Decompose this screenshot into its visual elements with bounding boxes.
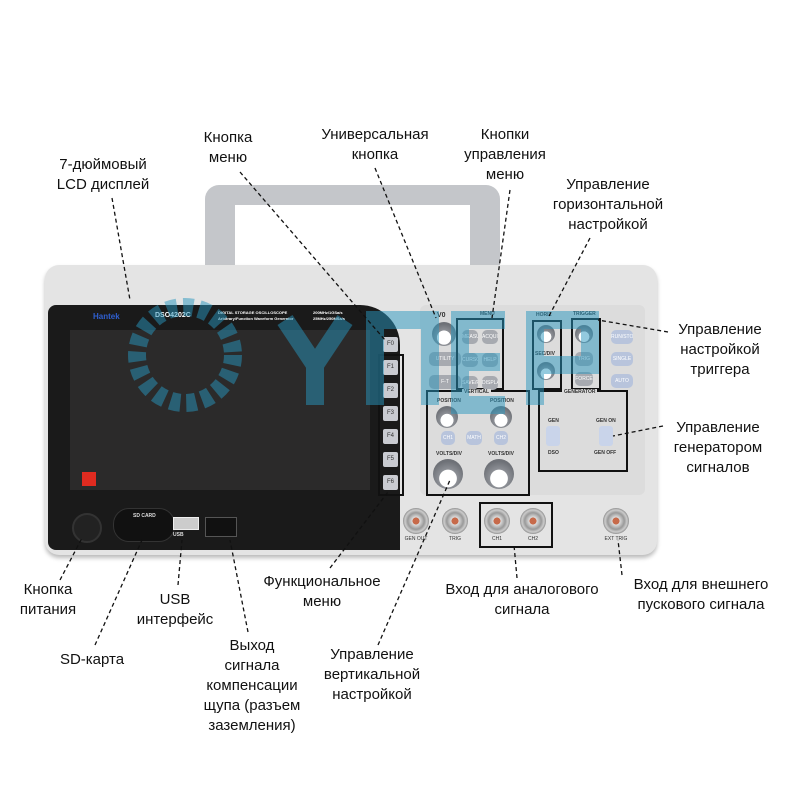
ch2-button[interactable]: CH2 xyxy=(494,431,508,445)
callout-ext-trigger: Вход для внешнего пускового сигнала xyxy=(633,576,769,613)
callout-lcd: 7-дюймовый LCD дисплей xyxy=(56,156,150,193)
f5-button[interactable]: F5 xyxy=(383,452,398,467)
auto-set-button[interactable]: AUTO SET xyxy=(611,374,633,388)
callout-sd: SD-карта xyxy=(59,651,125,668)
callout-trigger: Управление настройкой триггера xyxy=(678,321,762,378)
f6-button[interactable]: F6 xyxy=(383,475,398,490)
ch1-button[interactable]: CH1 xyxy=(441,431,455,445)
callout-power: Кнопка питания xyxy=(19,581,77,618)
probe-comp-terminal xyxy=(205,517,237,537)
callout-usb: USB интерфейс xyxy=(136,591,214,628)
callout-vertical: Управление вертикальной настройкой xyxy=(323,646,421,703)
gen-dso-button[interactable] xyxy=(546,426,560,446)
callout-menu-button: Кнопка меню xyxy=(203,129,253,166)
ch1-connector[interactable] xyxy=(484,508,510,534)
callout-menu-control-buttons: Кнопки управления меню xyxy=(464,126,546,183)
brand-logo: Hantek xyxy=(93,312,120,321)
gen-on-off-button[interactable] xyxy=(599,426,613,446)
gen-out-connector[interactable] xyxy=(403,508,429,534)
f3-button[interactable]: F3 xyxy=(383,406,398,421)
usb-port[interactable] xyxy=(173,517,199,530)
callout-horizontal: Управление горизонтальной настройкой xyxy=(552,176,664,233)
callout-probe-comp: Выход сигнала компенсации щупа (разъем з… xyxy=(203,637,301,734)
f4-button[interactable]: F4 xyxy=(383,429,398,444)
sd-card-slot[interactable] xyxy=(113,508,175,542)
callout-generator: Управление генератором сигналов xyxy=(673,419,763,476)
trig-connector[interactable] xyxy=(442,508,468,534)
ch2-volts-div-knob[interactable] xyxy=(484,459,514,489)
power-button[interactable] xyxy=(72,513,102,543)
run-stop-button[interactable]: RUN/STOP xyxy=(611,330,633,344)
callout-function-menu: Функциональное меню xyxy=(263,573,381,610)
math-button[interactable]: MATH xyxy=(466,431,482,445)
ch2-connector[interactable] xyxy=(520,508,546,534)
callout-analog-input: Вход для аналогового сигнала xyxy=(445,581,599,618)
ext-trig-connector[interactable] xyxy=(603,508,629,534)
callout-universal-button: Универсальная кнопка xyxy=(321,126,429,163)
single-seq-button[interactable]: SINGLE SEQ xyxy=(611,352,633,366)
